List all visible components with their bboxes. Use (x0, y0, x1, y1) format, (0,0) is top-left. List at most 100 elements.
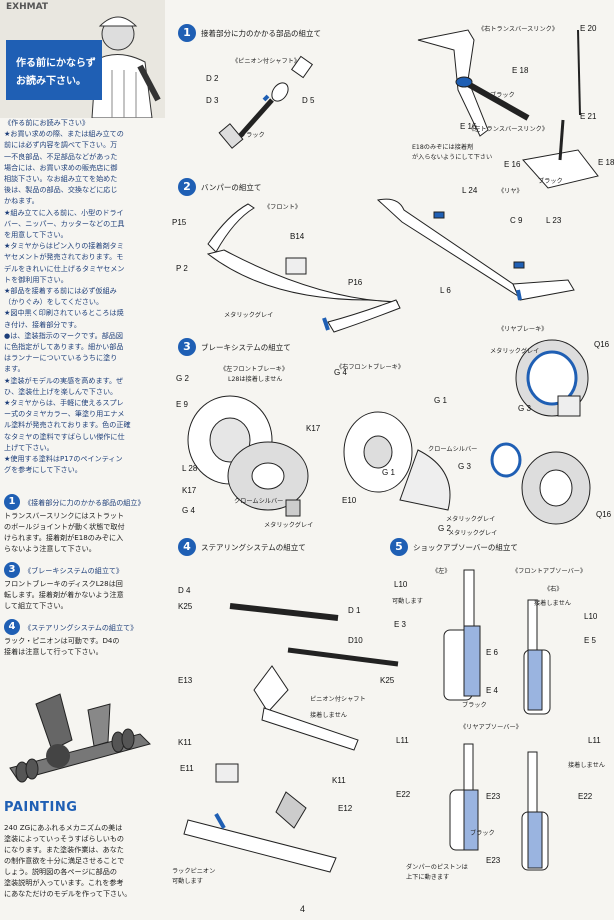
painting-line: しょう。説明図の各ページに部品の (4, 867, 117, 876)
part-note: クロームシルバー (234, 498, 284, 505)
part-label: E 6 (486, 648, 499, 657)
note-line: 《作る前にお読み下さい》 (4, 118, 90, 127)
part-label: G 2 (176, 374, 189, 383)
part-label: G 4 (334, 368, 347, 377)
read-first-notice: 作る前にかならず お読み下さい。 (6, 40, 102, 100)
step-title: 接着部分に力のかかる部品の組立て (201, 28, 321, 38)
note-line: ●は、塗装指示のマークです。部品図 (4, 330, 123, 340)
part-label: L 6 (440, 286, 451, 295)
part-label: L11 (396, 736, 409, 745)
painting-line: の制作意欲を十分に満足させることで (4, 856, 125, 865)
step-note-heading: 3 《ブレーキシステムの組立て》 (4, 562, 162, 578)
step-note-heading: 4《ステアリングシステムの組立て》 (4, 619, 162, 635)
note-line: 相談下さい。なお組み立てを始めた (4, 174, 118, 184)
step-number-badge: 1 (4, 494, 20, 510)
note-line: ひ、塗装仕上げを楽しんで下さい。 (4, 386, 118, 396)
note-line: ル塗料が発売されております。色の正確 (4, 420, 131, 430)
part-label: L11 (588, 736, 601, 745)
part-label: E 4 (486, 686, 499, 695)
part-label: L 23 (546, 216, 562, 225)
part-note: 接着しません (568, 762, 605, 769)
part-label: D 5 (302, 96, 315, 105)
part-label: E23 (486, 856, 501, 865)
part-label: P 2 (176, 264, 188, 273)
step-note-line: トランスバースリンクにはストラット (4, 511, 125, 520)
note-line: なタミヤの塗料ですばらしい傑作に仕 (4, 431, 125, 441)
part-note: 《左》 (432, 568, 451, 575)
note-line: 場合には、お買い求めの販売店に御 (4, 162, 118, 172)
note-line: ★図中黒く印刷されているところは焼 (4, 308, 124, 318)
note-line: ★タミヤからはピン入りの接着剤タミ (4, 241, 124, 251)
part-note: ブラック (538, 178, 563, 185)
note-line: ★使用する塗料はP17のペインティン (4, 454, 123, 464)
part-label: G 3 (458, 462, 471, 471)
note-line: バー、ニッパー、カッターなどの工具 (4, 218, 125, 228)
notice-line-2: お読み下さい。 (16, 76, 86, 87)
part-label: K17 (306, 424, 321, 433)
part-label: G 1 (382, 468, 395, 477)
part-note: ブラック (240, 132, 265, 139)
part-label: K25 (178, 602, 193, 611)
painting-line: になります。また塗装作業は、あなた (4, 845, 124, 854)
page-number: 4 (300, 904, 306, 914)
note-line: ★組み立てに入る前に、小型のドライ (4, 207, 124, 217)
part-note: メタリックグレイ (264, 522, 314, 529)
note-line: 一不良部品、不足部品などがあった (4, 151, 118, 161)
part-label: E 18 (512, 66, 529, 75)
part-note: 接着しません (310, 712, 347, 719)
step-note-title: 《ブレーキシステムの組立て》 (24, 565, 124, 575)
mechanic-illustration (77, 16, 161, 118)
note-line: ★タミヤからは、手軽に使えるスプレ (4, 398, 124, 408)
part-label: G 1 (434, 396, 447, 405)
part-label: E 20 (580, 24, 597, 33)
painting-text: 240 ZGにあふれるメカニズムの美は塗装によっていっそうすばらしいものになりま… (4, 822, 164, 899)
part-note: ダンパーのピストンは (406, 864, 468, 871)
model-photo (0, 680, 165, 792)
step-number-badge: 3 (4, 562, 20, 578)
part-note: メタリックグレイ (448, 530, 498, 537)
part-note: が入らないようにして下さい (412, 154, 493, 161)
note-line: ★塗装がモデルの実感を高めます。ぜ (4, 375, 124, 385)
note-line: 前には必ず内容を調べて下さい。万 (4, 140, 118, 150)
notice-line-1: 作る前にかならず (16, 58, 96, 69)
part-label: L10 (394, 580, 408, 589)
part-label: K25 (380, 676, 395, 685)
part-note: 《右フロントブレーキ》 (336, 364, 405, 371)
part-note: メタリックグレイ (490, 348, 540, 355)
note-line: に色指定がしてあります。細かい部品 (4, 342, 124, 352)
part-note: 上下に動きます (406, 874, 450, 881)
step-title: ステアリングシステムの組立て (201, 542, 306, 552)
part-note: 可動します (392, 598, 423, 605)
step-note-line: フロントブレーキのディスクL28は回 (4, 579, 123, 588)
part-label: E12 (338, 804, 353, 813)
brake-drawing (187, 339, 591, 525)
part-note: クロームシルバー (428, 446, 478, 453)
step-note-line: のボールジョイントが動く状態で取付 (4, 522, 125, 531)
step-title: ブレーキシステムの組立て (201, 342, 291, 352)
part-label: E10 (342, 496, 357, 505)
part-label: D 2 (206, 74, 219, 83)
note-line: ます。 (4, 364, 25, 374)
part-note: 接着しません (534, 600, 571, 607)
painting-line: 塗装説明が入っています。これを参考 (4, 878, 124, 887)
note-line: を用意して下さい。 (4, 230, 68, 240)
part-note: ラックピニオン (172, 868, 216, 875)
diagram-drawings (183, 29, 599, 873)
step-note-line: けられます。接着剤がE18のみぞに入 (4, 533, 124, 542)
step-note-title: 《接着部分に力のかかる部品の組立》 (24, 497, 145, 507)
part-label: D 3 (206, 96, 219, 105)
pinion-shaft-drawing (218, 55, 314, 149)
note-line: ー式のタミヤカラー、筆塗り用エナメ (4, 409, 125, 419)
part-label: L 24 (462, 186, 478, 195)
note-line: ★お買い求めの際、または組み立ての (4, 129, 124, 139)
part-note: 可動します (172, 878, 203, 885)
part-note: ピニオン付シャフト (310, 696, 366, 703)
painting-line: 塗装によっていっそうすばらしいもの (4, 834, 125, 843)
part-label: Q16 (596, 510, 612, 519)
note-line: トを御利用下さい。 (4, 274, 68, 284)
part-label: E 16 (460, 122, 477, 131)
